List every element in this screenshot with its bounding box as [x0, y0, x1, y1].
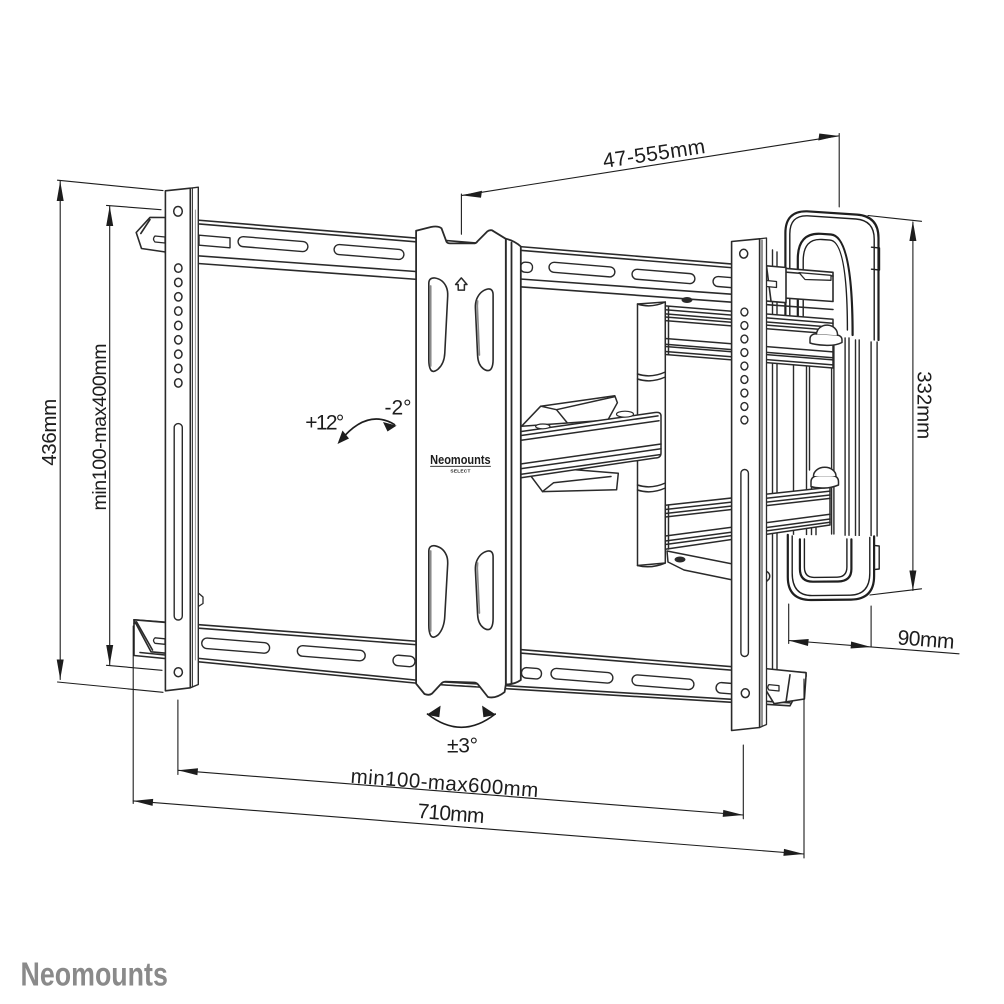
svg-text:SELECT: SELECT	[450, 469, 470, 475]
svg-text:Neomounts: Neomounts	[430, 453, 491, 467]
svg-text:+12°: +12°	[305, 411, 344, 434]
svg-text:436mm: 436mm	[38, 399, 61, 466]
svg-text:Neomounts: Neomounts	[21, 957, 168, 993]
svg-text:332mm: 332mm	[913, 371, 936, 439]
svg-text:min100-max400mm: min100-max400mm	[89, 344, 111, 511]
svg-text:90mm: 90mm	[897, 626, 956, 653]
svg-text:710mm: 710mm	[417, 800, 486, 828]
svg-text:±3°: ±3°	[447, 734, 478, 757]
svg-text:-2°: -2°	[385, 396, 412, 419]
svg-text:47-555mm: 47-555mm	[601, 135, 706, 173]
svg-text:min100-max600mm: min100-max600mm	[350, 765, 539, 802]
